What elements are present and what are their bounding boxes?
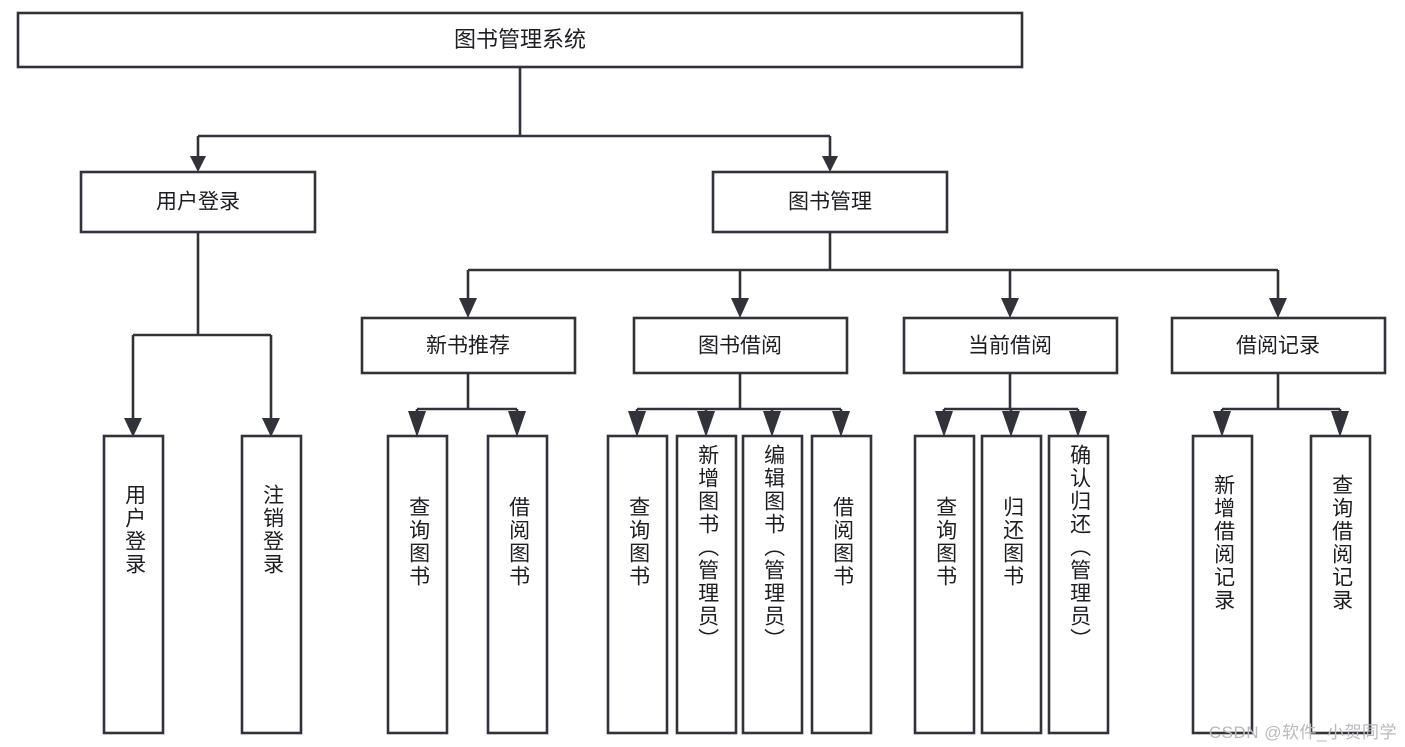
arrowhead-leaf-rec-query2 xyxy=(1331,411,1349,437)
node-leaf-rec-borrow[interactable] xyxy=(486,434,549,735)
node-leaf-rec-query[interactable] xyxy=(386,434,449,735)
arrowhead-leaf-user-login xyxy=(124,418,142,437)
node-leaf-logout[interactable] xyxy=(240,434,303,735)
arrowhead-leaf-cur-query xyxy=(935,411,953,437)
arrowhead-leaf-cur-return xyxy=(1002,411,1020,437)
node-leaf-borrow-add[interactable] xyxy=(675,434,738,735)
arrowhead-leaf-logout xyxy=(262,418,280,437)
node-leaf-rec-query2[interactable] xyxy=(1309,434,1372,735)
arrowhead-leaf-borrow-do xyxy=(832,411,850,437)
node-user-login-label: 用户登录 xyxy=(156,191,240,214)
arrowhead-leaf-borrow-query xyxy=(628,411,646,437)
node-borrow-record[interactable]: 借阅记录 xyxy=(1170,316,1387,375)
node-current-borrow-label: 当前借阅 xyxy=(968,335,1052,358)
node-new-book-rec[interactable]: 新书推荐 xyxy=(360,316,577,375)
node-user-login[interactable]: 用户登录 xyxy=(79,170,317,234)
edge-layer xyxy=(124,67,1349,437)
arrowhead-leaf-cur-confirm xyxy=(1069,411,1087,437)
arrowhead-leaf-rec-query xyxy=(408,411,426,437)
node-leaf-user-login[interactable] xyxy=(102,434,165,735)
arrowhead-book-manage xyxy=(822,156,838,172)
arrowhead-leaf-borrow-edit xyxy=(763,411,781,437)
node-current-borrow[interactable]: 当前借阅 xyxy=(902,316,1119,375)
node-leaf-cur-return[interactable] xyxy=(980,434,1043,735)
arrowhead-user-login xyxy=(190,156,206,172)
node-book-borrow[interactable]: 图书借阅 xyxy=(632,316,849,375)
node-root[interactable]: 图书管理系统 xyxy=(16,11,1024,69)
node-layer: 图书管理系统 用户登录 图书管理 新书推荐 图书借阅 当前 xyxy=(16,11,1387,735)
arrowhead-borrow-record xyxy=(1269,298,1287,318)
node-root-label: 图书管理系统 xyxy=(454,27,586,52)
node-leaf-cur-query[interactable] xyxy=(913,434,976,735)
arrowhead-leaf-rec-borrow xyxy=(508,411,526,437)
node-leaf-borrow-edit[interactable] xyxy=(741,434,804,735)
arrowhead-new-book-rec xyxy=(459,298,477,318)
node-leaf-borrow-do[interactable] xyxy=(810,434,873,735)
arrowhead-current-borrow xyxy=(1001,298,1019,318)
node-leaf-borrow-query[interactable] xyxy=(606,434,669,735)
csdn-watermark: CSDN @软件_小贺同学 xyxy=(1208,723,1397,742)
node-new-book-rec-label: 新书推荐 xyxy=(426,335,510,358)
arrowhead-book-borrow xyxy=(731,298,749,318)
node-leaf-cur-confirm[interactable] xyxy=(1047,434,1110,735)
node-book-manage[interactable]: 图书管理 xyxy=(711,170,949,234)
arrowhead-leaf-borrow-add xyxy=(697,411,715,437)
node-leaf-rec-add[interactable] xyxy=(1191,434,1254,735)
node-book-borrow-label: 图书借阅 xyxy=(698,335,782,358)
node-book-manage-label: 图书管理 xyxy=(788,191,872,214)
arrowhead-leaf-rec-add xyxy=(1213,411,1231,437)
node-borrow-record-label: 借阅记录 xyxy=(1236,335,1320,358)
